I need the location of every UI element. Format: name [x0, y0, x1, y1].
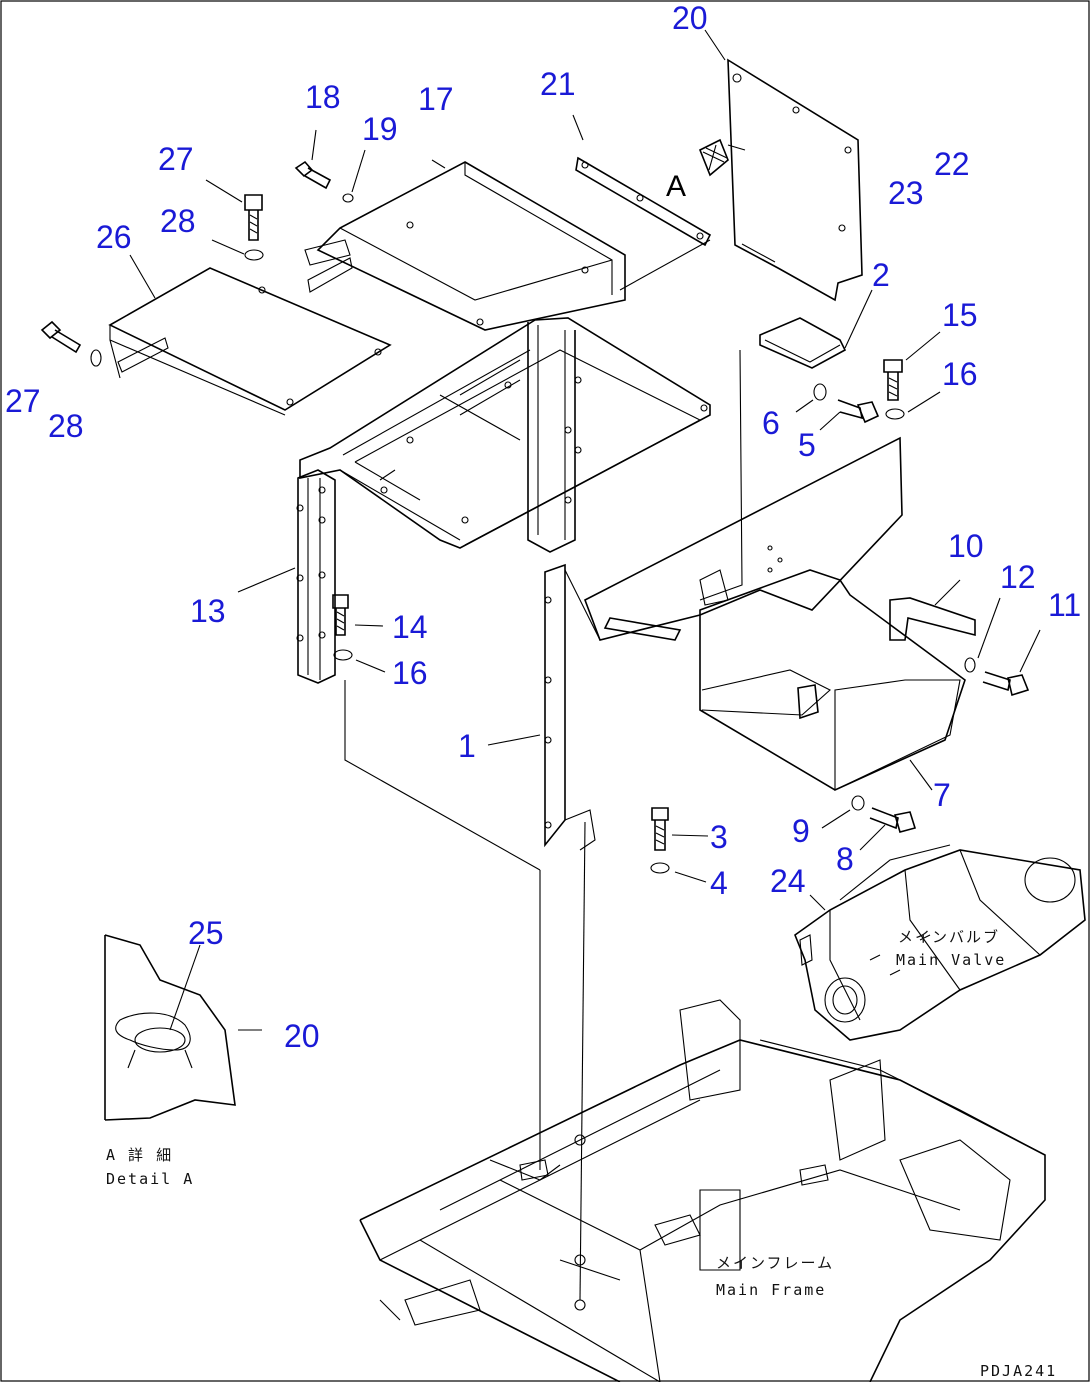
support-frame: [299, 317, 711, 553]
callout-19: 19: [362, 111, 398, 147]
callout-12: 12: [1000, 559, 1036, 595]
callout-24: 24: [770, 863, 806, 899]
callout-10: 10: [948, 528, 984, 564]
part-28-washer-upper: [211, 239, 264, 261]
part-12-washer: [964, 597, 1001, 673]
detail-a-inset: [104, 934, 262, 1121]
detail-label-en: Detail A: [106, 1170, 194, 1188]
callout-28-upper: 28: [160, 203, 196, 239]
callout-27-left: 27: [5, 383, 41, 419]
view-marker-a: A: [666, 170, 686, 203]
callout-7: 7: [933, 777, 951, 813]
drawing-code: PDJA241: [980, 1362, 1057, 1380]
part-24-leader: [809, 894, 826, 911]
part-20-cover-plate: [698, 29, 863, 302]
main-valve-label-jp: メインバルブ: [898, 928, 1000, 946]
callout-20-top: 20: [672, 0, 708, 36]
callout-20-detail: 20: [284, 1018, 320, 1054]
part-27-bolt-left: [40, 320, 82, 354]
callout-5: 5: [798, 427, 816, 463]
part-10-bracket: [889, 579, 976, 641]
part-11-bolt: [982, 629, 1041, 697]
callout-11: 11: [1048, 587, 1081, 623]
part-1-panel: [487, 349, 903, 1301]
part-19-washer: [342, 149, 366, 203]
part-13-post: [237, 469, 541, 1170]
part-9-washer: [821, 795, 865, 829]
callout-18: 18: [305, 79, 341, 115]
callout-17: 17: [418, 81, 454, 117]
main-valve-label-en: Main Valve: [896, 951, 1006, 969]
part-7-side-panel: [699, 569, 966, 791]
callout-22: 22: [934, 146, 970, 182]
main-frame-label-en: Main Frame: [716, 1281, 826, 1299]
callout-2: 2: [872, 257, 890, 293]
part-3-bolt: [651, 807, 709, 851]
part-6-washer: [795, 383, 827, 413]
callout-28-left: 28: [48, 408, 84, 444]
main-frame-label-jp: メインフレーム: [716, 1254, 834, 1272]
part-18-bolt: [294, 129, 332, 190]
part-5-bolt: [819, 399, 880, 431]
part-17-tray: [304, 159, 626, 331]
callout-27-upper: 27: [158, 141, 194, 177]
callout-15: 15: [942, 297, 978, 333]
part-28-washer-left: [90, 349, 102, 367]
callout-16-right: 16: [942, 356, 978, 392]
callout-14: 14: [392, 609, 428, 645]
part-16-washer-right: [885, 391, 941, 420]
callout-23: 23: [888, 175, 924, 211]
part-15-bolt: [883, 331, 941, 401]
detail-label-jp: A 詳 細: [106, 1146, 173, 1164]
part-27-bolt-upper: [205, 179, 263, 241]
callout-16-left: 16: [392, 655, 428, 691]
part-21-strip: [572, 114, 712, 291]
main-valve: [794, 844, 1086, 1041]
part-8-bolt: [859, 807, 917, 851]
callout-25: 25: [188, 915, 224, 951]
callout-8: 8: [836, 841, 854, 877]
main-frame: [359, 999, 1046, 1382]
callout-6: 6: [762, 405, 780, 441]
part-14-bolt: [332, 594, 384, 636]
part-16-washer-left: [333, 649, 386, 673]
callout-1: 1: [458, 728, 476, 764]
callout-13: 13: [190, 593, 226, 629]
callout-9: 9: [792, 813, 810, 849]
callout-3: 3: [710, 819, 728, 855]
part-2-bracket: [759, 289, 873, 369]
callout-21: 21: [540, 66, 576, 102]
part-26-side-tray: [108, 254, 392, 416]
callout-26: 26: [96, 219, 132, 255]
callout-4: 4: [710, 865, 728, 901]
part-4-washer: [650, 862, 707, 883]
